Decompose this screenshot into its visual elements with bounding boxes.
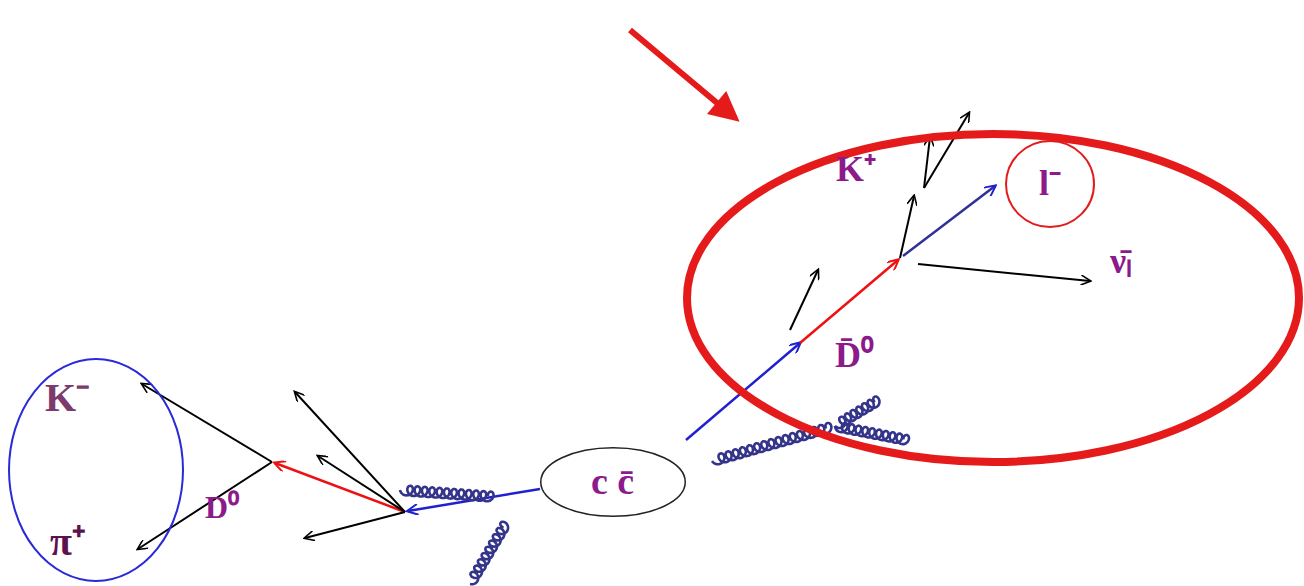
gluon-coil [835,396,879,428]
track [305,512,405,538]
ellipse-outline [687,134,1299,462]
highlight-region: K⁺ D̄⁰ ν̄ₗ l⁻ [683,130,1303,466]
particle-label: D̄⁰ [835,336,874,376]
ellipse-outline [9,359,183,581]
pointer-arrow [630,30,735,118]
track [918,264,1090,281]
track [138,462,272,549]
particle-label: ν̄ₗ [1110,242,1132,282]
particle-group: K⁻ π⁺ [8,358,184,582]
track [790,270,818,330]
outline [8,358,184,582]
gluon-coil [470,522,508,585]
track [295,392,405,512]
track [924,113,969,188]
lepton-track [903,186,995,256]
particle-label: D⁰ [205,490,239,525]
track [318,456,405,512]
particle-label: l⁻ [1039,164,1061,204]
particle-label: π⁺ [50,520,86,564]
gluon-coil [400,486,494,501]
particle-label: c c̄ [591,461,634,503]
lepton-circle: l⁻ [1005,140,1095,228]
ellipse-outline [1006,141,1094,227]
particle-label: K⁻ [45,376,90,420]
ellipse-outline [541,448,686,517]
outline [683,130,1303,466]
particle-label: K⁺ [836,150,876,190]
quark-pair: c c̄ [540,447,686,517]
meson-track [800,260,898,343]
